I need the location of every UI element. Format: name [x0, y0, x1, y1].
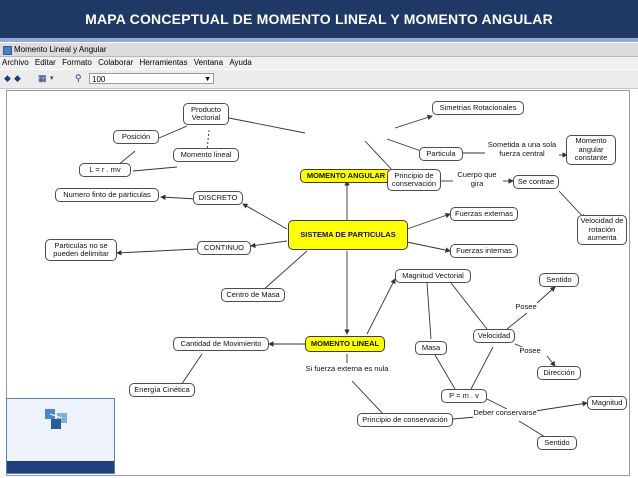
link-cuerpo-gira: Cuerpo que gira	[453, 170, 501, 188]
link-posee-2: Posee	[517, 346, 543, 356]
menu-herramientas[interactable]: Herramientas	[139, 58, 188, 67]
zoom-select[interactable]: 100 ▼	[89, 73, 214, 84]
window-title: Momento Lineal y Angular	[14, 45, 107, 54]
node-velocidad[interactable]: Velocidad	[473, 329, 515, 343]
node-numero-finito[interactable]: Numero finto de particulas	[55, 188, 159, 202]
link-sometida: Sometida a una sola fuerza central	[485, 140, 559, 158]
node-simetrias-rotacionales[interactable]: Simetrias Rotacionales	[432, 101, 524, 115]
node-magnitud-vectorial[interactable]: Magnitud Vectorial	[395, 269, 471, 283]
menu-formato[interactable]: Formato	[62, 58, 92, 67]
node-sistema-de-particulas[interactable]: SISTEMA DE PARTICULAS	[288, 220, 408, 250]
zoom-magnifier-icon[interactable]: ⚲	[75, 73, 82, 83]
node-energia-cinetica[interactable]: Energía Cinética	[129, 383, 195, 397]
link-posee-1: Posee	[513, 302, 539, 312]
node-sentido-bottom[interactable]: Sentido	[537, 436, 577, 450]
cmaptools-logo	[6, 398, 115, 474]
menu-ayuda[interactable]: Ayuda	[229, 58, 252, 67]
node-masa[interactable]: Masa	[415, 341, 447, 355]
cmaptools-window: Momento Lineal y Angular Archivo Editar …	[0, 43, 638, 478]
logo-footer-bar	[7, 461, 114, 473]
toolbar: ◆ ◆ ▦ ▾ ⚲ 100 ▼	[0, 70, 638, 89]
node-momento-angular[interactable]: MOMENTO ANGULAR	[300, 169, 392, 183]
node-discreto[interactable]: DISCRETO	[193, 191, 243, 205]
node-direccion[interactable]: Dirección	[537, 366, 581, 380]
cmap-logo-icon	[45, 409, 67, 429]
view-grid-icon[interactable]: ▦	[38, 73, 47, 83]
link-si-fuerza-externa: Si fuerza externa es nula	[297, 364, 397, 374]
node-velocidad-rotacion[interactable]: Velocidad de rotación aumenta	[577, 215, 627, 245]
link-deber-conservarse: Deber conservarse	[473, 408, 537, 418]
menu-editar[interactable]: Editar	[34, 58, 56, 67]
node-principio-conservacion-top[interactable]: Principio de conservación	[387, 169, 441, 191]
banner-stripe	[0, 38, 638, 42]
node-producto-vectorial[interactable]: Producto Vectorial	[183, 103, 229, 125]
slide-title: MAPA CONCEPTUAL DE MOMENTO LINEAL Y MOME…	[85, 11, 553, 27]
node-centro-de-masa[interactable]: Centro de Masa	[221, 288, 285, 302]
node-momento-angular-constante[interactable]: Momento angular constante	[566, 135, 616, 165]
node-principio-conservacion-bottom[interactable]: Principio de conservación	[357, 413, 453, 427]
node-momento-lineal-small[interactable]: Momento lineal	[173, 148, 239, 162]
window-titlebar: Momento Lineal y Angular	[0, 43, 638, 57]
connection-lines	[116, 114, 588, 438]
node-momento-lineal[interactable]: MOMENTO LINEAL	[305, 336, 385, 352]
slide-title-banner: MAPA CONCEPTUAL DE MOMENTO LINEAL Y MOME…	[0, 0, 638, 38]
node-particulas-no-delimitar[interactable]: Particulas no se pueden delimitar	[45, 239, 117, 261]
menu-colaborar[interactable]: Colaborar	[98, 58, 134, 67]
back-arrow-icon[interactable]: ◆	[4, 73, 11, 83]
menu-bar: Archivo Editar Formato Colaborar Herrami…	[0, 57, 638, 69]
node-fuerzas-externas[interactable]: Fuerzas externas	[450, 207, 518, 221]
chevron-down-icon[interactable]: ▾	[50, 75, 54, 82]
node-cantidad-de-movimiento[interactable]: Cantidad de Movimiento	[173, 337, 269, 351]
node-continuo[interactable]: CONTINUO	[197, 241, 251, 255]
zoom-value: 100	[92, 75, 106, 84]
node-particula[interactable]: Particula	[419, 147, 463, 161]
forward-arrow-icon[interactable]: ◆	[14, 73, 21, 83]
node-sentido-top[interactable]: Sentido	[539, 273, 579, 287]
node-se-contrae[interactable]: Se contrae	[513, 175, 559, 189]
node-fuerzas-internas[interactable]: Fuerzas internas	[450, 244, 518, 258]
node-posicion[interactable]: Posición	[113, 130, 159, 144]
dropdown-arrow-icon: ▼	[204, 76, 211, 83]
menu-ventana[interactable]: Ventana	[193, 58, 224, 67]
node-magnitud[interactable]: Magnitud	[587, 396, 627, 410]
node-l-equation[interactable]: L = r . mv	[79, 163, 131, 177]
cmap-app-icon	[3, 46, 12, 55]
menu-archivo[interactable]: Archivo	[2, 58, 29, 67]
node-p-equation[interactable]: P = m . v	[441, 389, 487, 403]
